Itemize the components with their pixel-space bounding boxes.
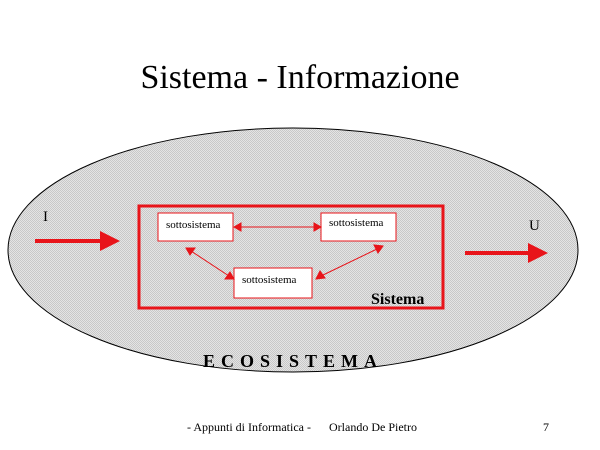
input-label: I [43, 209, 48, 225]
subsystem-box-1 [157, 212, 234, 242]
subsystem-label-1: sottosistema [166, 219, 221, 231]
subsystem-label-3: sottosistema [242, 274, 297, 286]
slide-title: Sistema - Informazione [140, 59, 460, 96]
output-arrow [465, 243, 548, 263]
ecosystem-label: ECOSISTEMA [203, 351, 384, 371]
ecosystem-ellipse [7, 127, 579, 373]
system-label: Sistema [371, 291, 425, 308]
subsystem-box-3 [233, 267, 313, 299]
subsystem-connection-top [232, 222, 323, 232]
page-number: 7 [543, 420, 549, 434]
footer-author: Orlando De Pietro [329, 420, 417, 434]
system-boundary [137, 204, 445, 310]
subsystem-box-2 [320, 212, 397, 242]
output-label: U [529, 218, 540, 234]
footer-course: - Appunti di Informatica - [187, 420, 311, 434]
subsystem-connection-right [315, 244, 384, 280]
input-arrow [35, 231, 120, 251]
subsystem-label-2: sottosistema [329, 217, 384, 229]
subsystem-connection-left [185, 247, 235, 280]
